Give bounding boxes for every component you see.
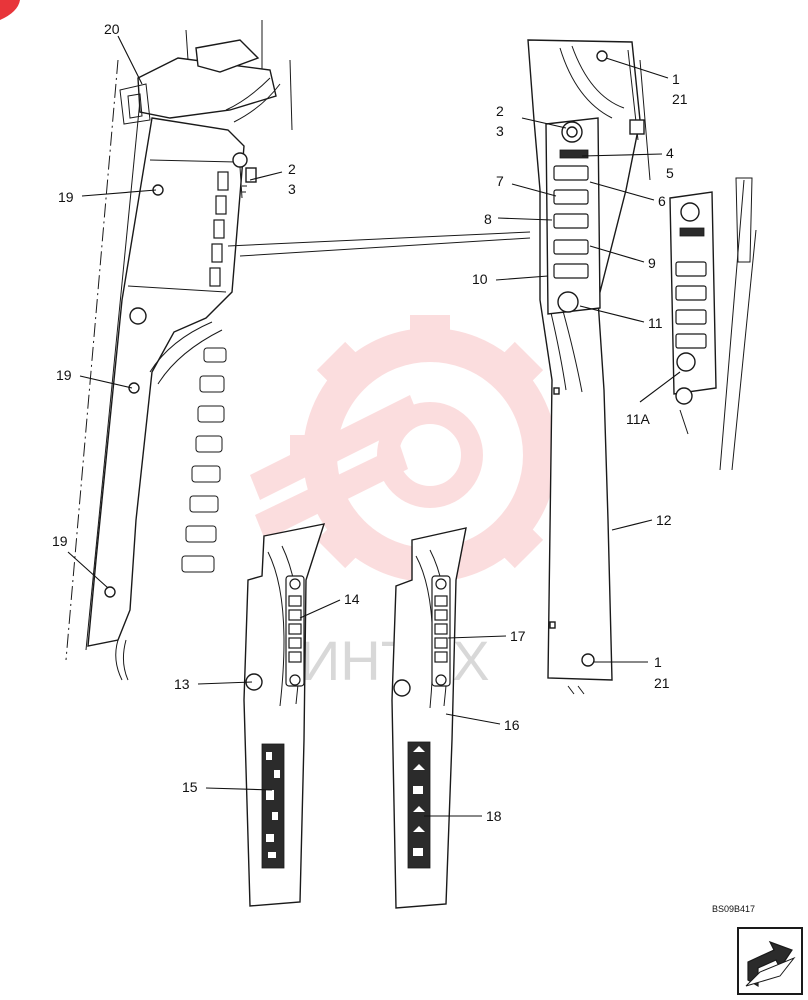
callout-18: 18 [486, 808, 502, 824]
callout-6: 6 [658, 193, 666, 209]
callout-5: 5 [666, 165, 674, 181]
callout-8: 8 [484, 211, 492, 227]
callout-2-left: 2 [288, 161, 296, 177]
callout-16: 16 [504, 717, 520, 733]
fastener-1-21-bottom [581, 653, 595, 667]
callout-1-top: 1 [672, 71, 680, 87]
callout-19-middle: 19 [56, 367, 72, 383]
callout-7: 7 [496, 173, 504, 189]
callout-4: 4 [666, 145, 674, 161]
callout-11: 11 [648, 315, 663, 331]
callout-11a: 11A [626, 411, 651, 427]
right-pillar-assembly [527, 39, 651, 695]
lower-trim-b [391, 527, 467, 909]
callout-19-bottom: 19 [52, 533, 68, 549]
callout-17: 17 [510, 628, 526, 644]
leader-lines [67, 35, 681, 817]
callout-14: 14 [344, 591, 360, 607]
key-icon [232, 152, 257, 199]
callout-9: 9 [648, 255, 656, 271]
fastener-19-middle [128, 382, 140, 394]
corner-badge [0, 0, 20, 20]
callout-12: 12 [656, 512, 672, 528]
fastener-19-bottom [104, 586, 116, 598]
callout-10: 10 [472, 271, 488, 287]
lower-trim-a-switch-column [285, 575, 305, 687]
callout-19-top: 19 [58, 189, 74, 205]
callout-2-right: 2 [496, 103, 504, 119]
callout-3-right: 3 [496, 123, 504, 139]
callout-1-bottom: 1 [654, 654, 662, 670]
callout-15: 15 [182, 779, 198, 795]
callout-21-bottom: 21 [654, 675, 670, 691]
lower-trim-a [243, 523, 326, 907]
left-pillar-switch-strip [209, 171, 229, 287]
watermark-gear-logo [250, 315, 570, 595]
callout-20: 20 [104, 21, 120, 37]
drawing-code: BS09B417 [712, 904, 755, 914]
lower-trim-b-switch-column [431, 575, 451, 687]
callouts: 20 19 2 3 19 19 1 21 2 3 4 5 7 6 8 9 10 … [52, 21, 688, 824]
next-page-arrow-icon[interactable] [737, 927, 803, 995]
callout-13: 13 [174, 676, 190, 692]
callout-3-left: 3 [288, 181, 296, 197]
callout-21-top: 21 [672, 91, 688, 107]
switch-panel-variant-11a [669, 177, 757, 471]
